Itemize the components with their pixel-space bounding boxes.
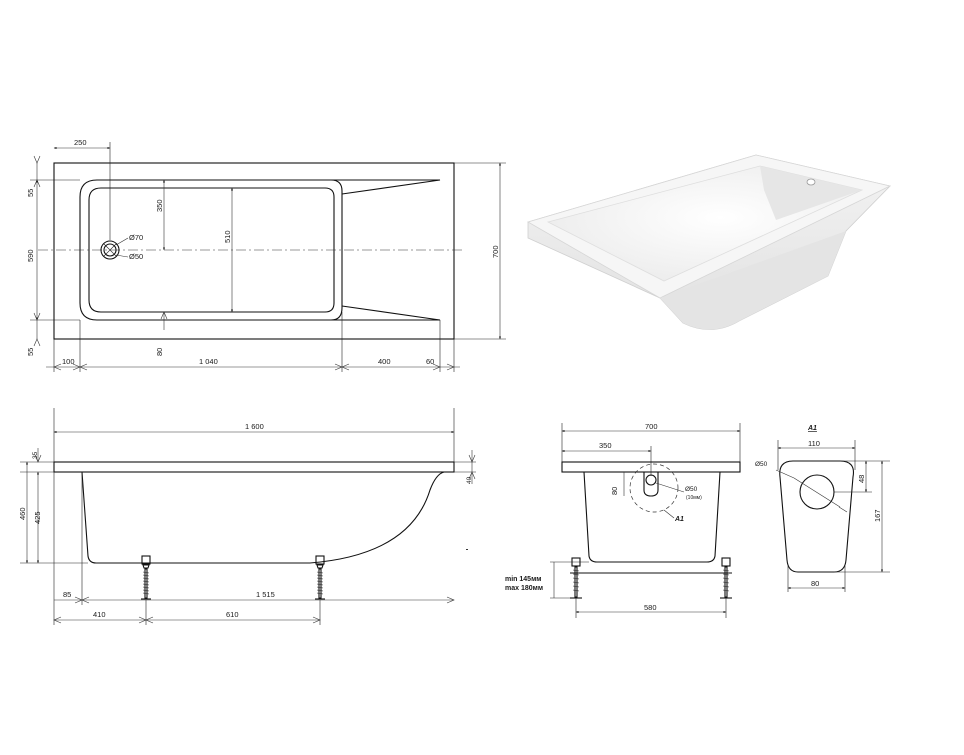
leg	[720, 557, 732, 599]
top-view: Ø70 Ø50 250 55 590 55 350 510 80	[26, 138, 506, 372]
dim-167-label: 167	[873, 509, 882, 522]
dim-arrow	[138, 616, 154, 624]
dim-460-label: 460	[18, 507, 27, 520]
dim-arrow	[160, 311, 168, 320]
marker-dot	[466, 549, 468, 550]
tub-body-end	[583, 471, 721, 563]
dim-arrow	[432, 363, 455, 371]
dim-510-label: 510	[223, 230, 232, 243]
dim-610-label: 610	[226, 610, 239, 619]
dim-48-label: 48	[857, 475, 866, 483]
dim-350-label: 350	[155, 199, 164, 212]
bathtub-render	[526, 154, 892, 330]
leader-line	[775, 469, 795, 479]
leader-line	[115, 237, 129, 246]
dim-400-label: 400	[378, 357, 391, 366]
overflow-plate-detail	[779, 460, 855, 573]
backrest-line-top	[331, 179, 441, 195]
tub-render-wall	[760, 166, 862, 220]
dim-85-label: 85	[63, 590, 71, 599]
tub-rim-side	[53, 461, 455, 473]
dim-arrow	[468, 454, 476, 480]
dim-250-label: 250	[74, 138, 87, 147]
drain-cross	[103, 243, 117, 257]
leader-line	[115, 254, 129, 258]
dim-55-bottom-label: 55	[26, 348, 35, 356]
dim-80-label: 80	[155, 348, 164, 356]
dim-425-label: 425	[33, 511, 42, 524]
dim-700-end-label: 700	[645, 422, 658, 431]
dim-1600-label: 1 600	[245, 422, 264, 431]
overflow-label: Ø50	[685, 486, 698, 493]
diameter-line	[793, 477, 841, 508]
dim-410-label: 410	[93, 610, 106, 619]
dim-arrow	[53, 616, 62, 624]
drain-inner-label: Ø50	[129, 252, 143, 261]
dim-arrow	[33, 338, 41, 347]
leader-line	[663, 509, 675, 519]
dim-100-label: 100	[62, 357, 75, 366]
end-view: Ø50 (10мм) A1 700 350 80 min 145мм max 1…	[505, 422, 741, 618]
dim-1040-label: 1 040	[199, 357, 218, 366]
detail-hole-label: Ø50	[755, 461, 768, 468]
overflow-plate	[643, 471, 659, 497]
dim-110-label: 110	[808, 439, 820, 448]
dim-350-end-label: 350	[599, 441, 612, 450]
side-view: 1 600 35 460 425 40 85 1 515 410 610	[18, 408, 476, 625]
dim-arrow	[53, 363, 62, 371]
dim-arrow	[72, 363, 88, 371]
leg	[141, 555, 151, 600]
dim-580-label: 580	[644, 603, 657, 612]
dim-40-label: 40	[466, 476, 473, 484]
leader-line	[838, 506, 848, 513]
dim-590-label: 590	[26, 249, 35, 262]
dim-arrow	[74, 596, 90, 604]
tub-render-side	[660, 231, 846, 330]
dim-55-top-label: 55	[26, 189, 35, 197]
overflow-render	[806, 178, 816, 186]
overflow-hole	[645, 474, 657, 486]
dim-arrow	[34, 454, 42, 463]
dim-arrow	[312, 616, 321, 624]
detail-title: A1	[807, 425, 817, 432]
dim-60-label: 60	[426, 357, 434, 366]
tub-outline-top	[53, 162, 455, 340]
leg-max-label: max 180мм	[505, 585, 543, 592]
dim-arrow	[33, 155, 41, 164]
dim-arrow	[446, 596, 455, 604]
drain-inner-circle	[103, 243, 117, 257]
overflow-hole-detail	[799, 474, 835, 510]
dim-arrow	[33, 312, 41, 321]
dim-80-end-label: 80	[610, 487, 619, 495]
dim-700-label: 700	[491, 245, 500, 258]
leader-line	[655, 482, 685, 493]
tub-body-side	[81, 471, 445, 564]
dim-1515-label: 1 515	[256, 590, 275, 599]
detail-a1: A1 Ø50 110 48 167 80	[755, 425, 890, 592]
leg	[315, 555, 325, 600]
leg	[570, 557, 582, 599]
leg-min-label: min 145мм	[505, 576, 541, 583]
backrest-line-bottom	[331, 305, 441, 321]
dim-80-detail-label: 80	[811, 579, 819, 588]
drain-outer-label: Ø70	[129, 233, 143, 242]
tub-bottom-contour	[88, 187, 335, 313]
dim-35-label: 35	[32, 451, 39, 459]
callout-label: A1	[674, 516, 684, 523]
overflow-note: (10мм)	[686, 495, 702, 501]
drain-outer-circle	[100, 240, 120, 260]
detail-callout-circle	[629, 463, 679, 513]
dim-arrow	[334, 363, 350, 371]
